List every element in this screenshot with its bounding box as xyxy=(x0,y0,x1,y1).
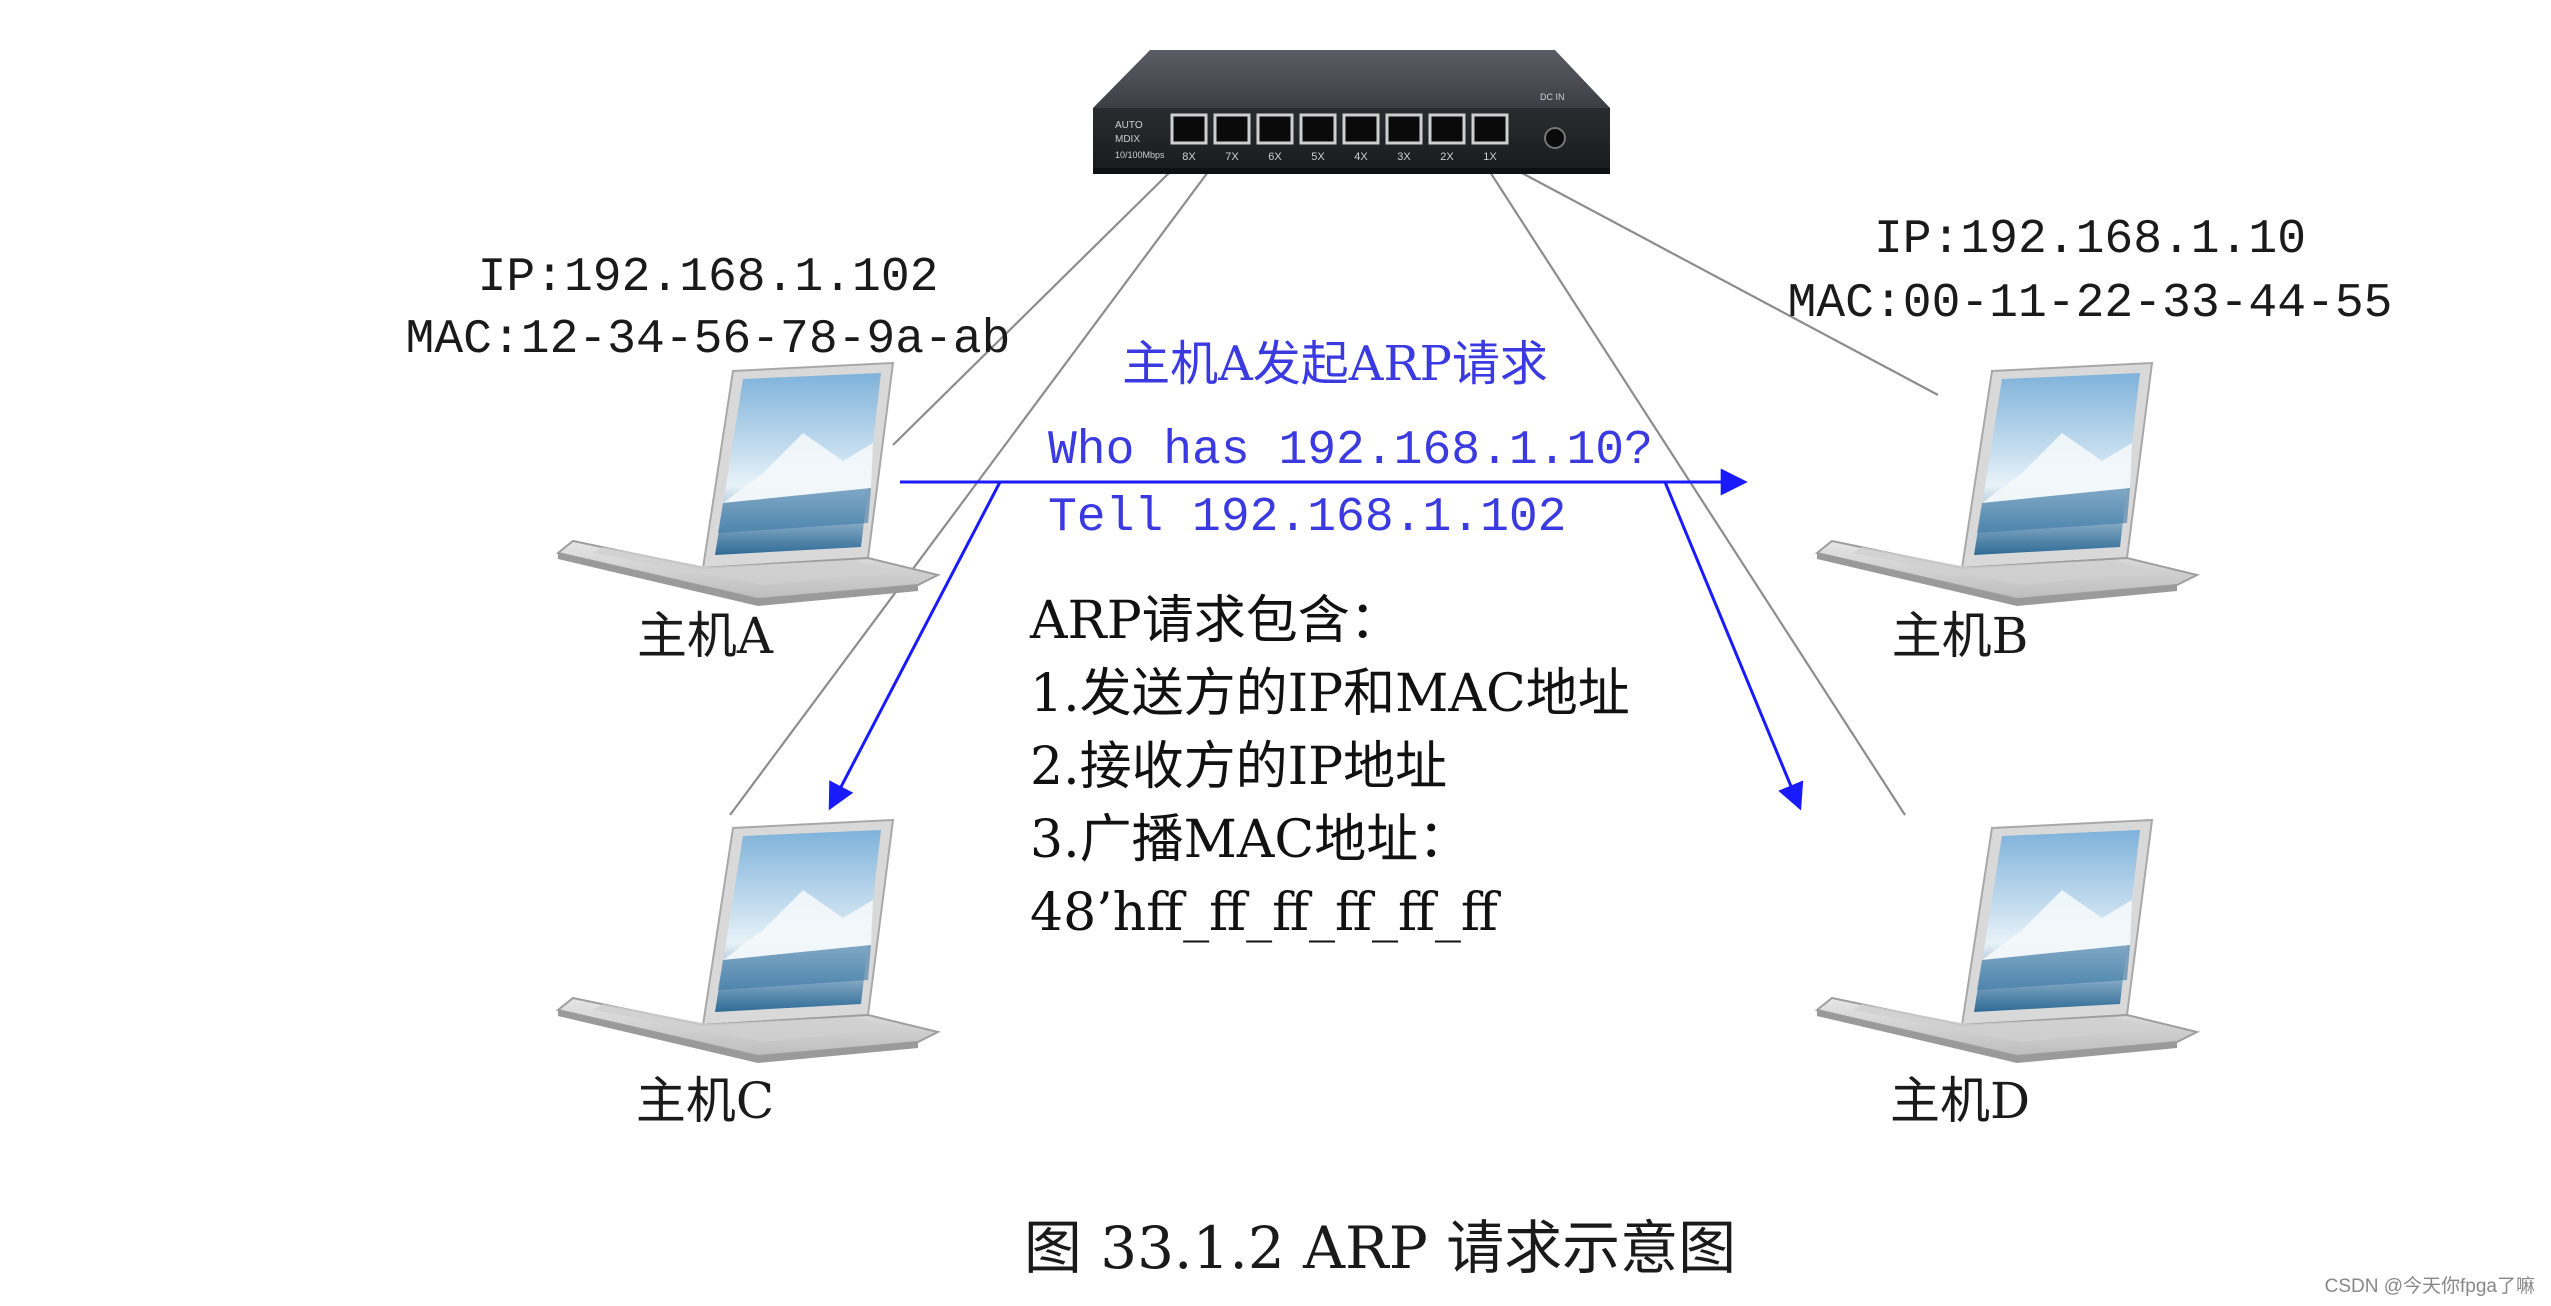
switch-port-label: 4X xyxy=(1354,151,1368,163)
switch-port-label: 2X xyxy=(1440,151,1454,163)
host-d-label: 主机D xyxy=(1890,1072,2030,1130)
switch-port xyxy=(1428,113,1466,145)
contents-item-2: 2.接收方的IP地址 xyxy=(1030,737,1447,797)
cable-host-b xyxy=(1519,171,1939,396)
switch-dc-label: DC IN xyxy=(1540,92,1565,102)
laptop-host-d xyxy=(1816,819,2198,1064)
switch-port xyxy=(1471,113,1509,145)
cable-host-c xyxy=(729,171,1209,816)
laptop-host-b xyxy=(1816,362,2198,607)
contents-heading: ARP请求包含： xyxy=(1029,591,1402,651)
laptop-host-c xyxy=(557,819,939,1064)
switch-port xyxy=(1170,113,1208,145)
switch-auto-label: AUTO xyxy=(1115,120,1143,131)
host-b-ip: IP:192.168.1.10 xyxy=(1874,213,2306,267)
switch-port-label: 1X xyxy=(1483,151,1497,163)
network-cables xyxy=(729,171,1939,816)
contents-item-4: 48’hff_ff_ff_ff_ff_ff xyxy=(1030,883,1502,943)
request-title: 主机A发起ARP请求 xyxy=(1122,336,1548,392)
switch-port-label: 7X xyxy=(1225,151,1239,163)
arp-contents-list: ARP请求包含： 1.发送方的IP和MAC地址 2.接收方的IP地址 3.广播M… xyxy=(1029,591,1630,943)
laptop-host-a xyxy=(557,362,939,607)
figure-caption: 图 33.1.2 ARP 请求示意图 xyxy=(1024,1214,1736,1282)
contents-item-1: 1.发送方的IP和MAC地址 xyxy=(1030,664,1630,724)
arp-broadcast-arrows xyxy=(828,468,1804,811)
switch-mdix-label: MDIX xyxy=(1115,134,1140,145)
arrow-to-host-d xyxy=(1663,481,1804,811)
switch-port-label: 3X xyxy=(1397,151,1411,163)
cable-host-a xyxy=(892,171,1171,446)
switch-speed-label: 10/100Mbps xyxy=(1115,150,1165,160)
switch-port-label: 5X xyxy=(1311,151,1325,163)
request-line2: Tell 192.168.1.102 xyxy=(1048,491,1566,545)
host-a-label: 主机A xyxy=(637,607,774,665)
host-a-mac: MAC:12-34-56-78-9a-ab xyxy=(406,313,1011,367)
arrow-to-host-c xyxy=(828,481,1002,811)
switch-port xyxy=(1299,113,1337,145)
request-line1: Who has 192.168.1.10? xyxy=(1048,424,1653,478)
switch-ports: 8X 7X 6X 5X 4X 3X 2X 1X xyxy=(1170,113,1509,163)
cable-host-d xyxy=(1489,171,1906,816)
switch-port xyxy=(1385,113,1423,145)
switch-port-label: 6X xyxy=(1268,151,1282,163)
host-c-label: 主机C xyxy=(636,1072,774,1130)
switch-port xyxy=(1256,113,1294,145)
network-switch: AUTO MDIX 10/100Mbps DC IN 8X 7X 6X 5X 4X 3X 2… xyxy=(1093,50,1610,174)
switch-port xyxy=(1213,113,1251,145)
host-b-mac: MAC:00-11-22-33-44-55 xyxy=(1788,277,2393,331)
contents-item-3: 3.广播MAC地址： xyxy=(1030,810,1470,870)
host-b-label: 主机B xyxy=(1892,607,2029,665)
dc-power-jack xyxy=(1544,127,1566,149)
host-a-ip: IP:192.168.1.102 xyxy=(478,251,939,305)
csdn-watermark: CSDN @今天你fpga了嘛 xyxy=(2325,1275,2535,1297)
switch-port-label: 8X xyxy=(1182,151,1196,163)
switch-port xyxy=(1342,113,1380,145)
